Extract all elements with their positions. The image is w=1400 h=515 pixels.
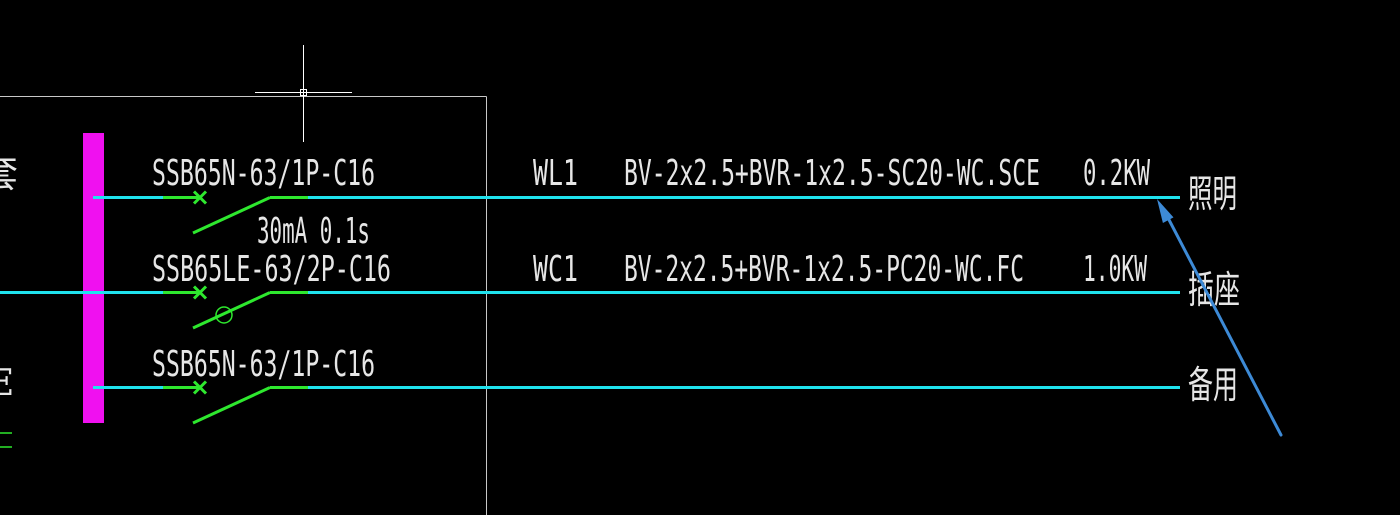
cable-spec-label: BV-2x2.5+BVR-1x2.5-SC20-WC.SCE bbox=[624, 153, 1040, 194]
breaker-model-label: SSB65N-63/1P-C16 bbox=[152, 344, 375, 385]
busbar bbox=[83, 133, 104, 423]
circuit-id-label: WL1 bbox=[533, 153, 578, 194]
breaker-model-label: SSB65LE-63/2P-C16 bbox=[152, 249, 391, 290]
circuit-row-3: SSB65N-63/1P-C16 备用 bbox=[93, 344, 1238, 425]
annotation-arrow bbox=[1157, 199, 1283, 437]
x-stroke bbox=[192, 285, 208, 300]
breaker-blade bbox=[192, 386, 271, 425]
left-cut-green-marks bbox=[0, 432, 12, 448]
x-stroke bbox=[192, 380, 208, 395]
load-power-label: 0.2KW bbox=[1083, 153, 1150, 194]
breaker-blade bbox=[192, 291, 271, 330]
distribution-box-frame bbox=[0, 96, 487, 515]
annotation-arrow-shaft bbox=[1164, 212, 1283, 437]
breaker-x-mark bbox=[192, 190, 208, 205]
rcd-indicator-circle bbox=[215, 306, 233, 324]
breaker-x-mark bbox=[192, 285, 208, 300]
breaker-x-mark bbox=[192, 380, 208, 395]
left-cut-text-top: 套 bbox=[0, 152, 18, 196]
load-name-label: 照明 bbox=[1188, 172, 1237, 216]
breaker-model-label: SSB65N-63/1P-C16 bbox=[152, 153, 375, 194]
cursor-pickbox bbox=[300, 89, 307, 96]
circuit-row-1: SSB65N-63/1P-C16 WL1 BV-2x2.5+BVR-1x2.5-… bbox=[93, 153, 1237, 235]
load-name-label: 备用 bbox=[1188, 363, 1238, 407]
annotation-arrow-head bbox=[1157, 199, 1174, 223]
crosshair-cursor-icon bbox=[255, 45, 352, 142]
rcd-rating-label: 30mA 0.1s bbox=[257, 211, 370, 252]
circuit-id-label: WC1 bbox=[533, 249, 578, 290]
cable-spec-label: BV-2x2.5+BVR-1x2.5-PC20-WC.FC bbox=[624, 249, 1024, 290]
x-stroke bbox=[192, 190, 208, 205]
breaker-blade bbox=[192, 196, 271, 235]
circuit-row-2: 30mA 0.1s SSB65LE-63/2P-C16 WC1 BV-2x2.5… bbox=[0, 211, 1240, 330]
load-power-label: 1.0KW bbox=[1083, 249, 1147, 290]
left-cut-text-bottom: E bbox=[0, 363, 14, 404]
